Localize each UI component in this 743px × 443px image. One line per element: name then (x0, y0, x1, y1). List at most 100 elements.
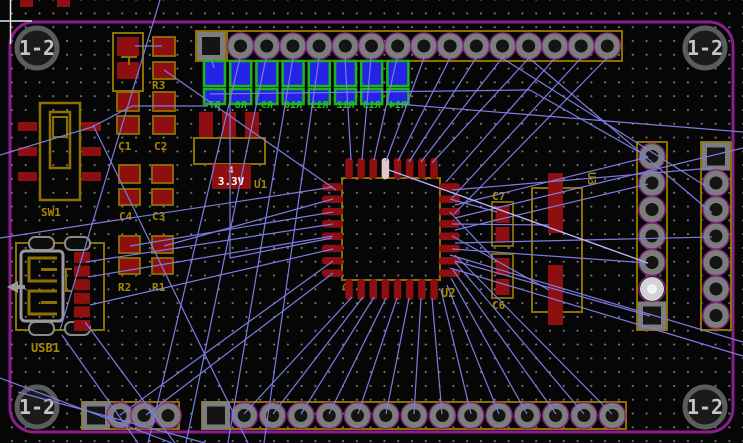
airwire[interactable] (445, 57, 556, 183)
component-r1[interactable]: R1 (151, 235, 174, 294)
tht-pad-round[interactable] (429, 403, 455, 428)
airwire[interactable] (361, 57, 372, 161)
usb1-mount-pad[interactable] (28, 321, 55, 336)
airwire[interactable] (385, 297, 410, 415)
usb1-mount-pad[interactable] (64, 236, 91, 251)
u2-pad[interactable] (418, 279, 426, 300)
smd-pad[interactable] (152, 115, 176, 135)
smd-pad[interactable] (117, 37, 139, 56)
airwire[interactable] (328, 297, 387, 415)
tht-pad-round[interactable] (639, 170, 665, 196)
tht-pad-round[interactable] (703, 223, 729, 249)
airwire-highlighted[interactable] (388, 169, 649, 264)
resistor-r14[interactable]: R14 (386, 59, 410, 111)
tht-pad-round[interactable] (316, 403, 342, 428)
tht-pad-round[interactable] (280, 33, 306, 59)
u2-pad[interactable] (418, 158, 426, 179)
airwire[interactable] (185, 57, 267, 443)
u2-pad[interactable] (345, 158, 353, 179)
component-c2[interactable]: C2 (152, 91, 176, 153)
smd-pad-bottom-layer[interactable] (228, 59, 253, 88)
u2-pad[interactable] (393, 158, 402, 179)
airwire[interactable] (453, 57, 608, 215)
u3-pad[interactable] (548, 265, 563, 325)
tht-pad-round[interactable] (359, 33, 384, 59)
u2-pad[interactable] (357, 158, 365, 179)
component-c7[interactable]: C7 (491, 190, 514, 247)
airwire[interactable] (87, 235, 334, 278)
airwire[interactable] (408, 57, 477, 163)
header-bottom_long[interactable] (201, 401, 627, 430)
smd-pad[interactable] (74, 320, 90, 331)
smd-pad[interactable] (117, 62, 139, 79)
sw1-body[interactable] (38, 101, 82, 202)
usb1-mount-pad[interactable] (28, 236, 55, 251)
tht-pad-round[interactable] (131, 403, 157, 428)
c6-pad[interactable] (495, 279, 510, 295)
c7-pad[interactable] (495, 206, 510, 223)
airwire[interactable] (449, 267, 743, 357)
c7-pad[interactable] (495, 227, 510, 242)
u2-pad[interactable] (439, 220, 460, 228)
usb1-outline[interactable] (15, 242, 105, 331)
airwire[interactable] (440, 289, 472, 415)
airwire[interactable] (89, 248, 334, 306)
smd-pad[interactable] (151, 188, 174, 206)
smd-pad[interactable] (74, 306, 90, 318)
airwire[interactable] (528, 57, 713, 214)
u1-tab-pad[interactable] (212, 164, 251, 189)
u2-pad[interactable] (345, 279, 353, 300)
airwire[interactable] (397, 57, 451, 162)
u2-pad[interactable] (439, 195, 460, 204)
u2-pad[interactable] (369, 279, 378, 300)
header-right_b[interactable] (700, 141, 732, 331)
airwire[interactable] (449, 254, 743, 343)
smd-pad[interactable] (74, 279, 90, 291)
tht-pad-round[interactable] (437, 33, 463, 59)
airwire[interactable] (119, 260, 334, 416)
airwire[interactable] (451, 223, 550, 226)
airwire[interactable] (452, 269, 557, 415)
smd-pad[interactable] (116, 115, 140, 135)
header-top[interactable] (195, 30, 623, 62)
tht-pad-round[interactable] (568, 33, 594, 59)
airwire[interactable] (373, 57, 398, 161)
smd-pad[interactable] (74, 292, 90, 304)
airwire[interactable] (59, 0, 161, 331)
u2-pad[interactable] (381, 279, 390, 300)
airwire[interactable] (92, 124, 249, 443)
tht-pad-round[interactable] (703, 170, 729, 196)
tht-pad-round[interactable] (228, 33, 253, 59)
airwire[interactable] (210, 57, 215, 69)
tht-pad-square[interactable] (702, 142, 730, 171)
tht-pad-round[interactable] (306, 33, 332, 59)
tht-pad-round[interactable] (639, 223, 665, 249)
component-u3[interactable]: U3 (531, 172, 598, 325)
airwire[interactable] (145, 272, 334, 416)
airwire[interactable] (163, 69, 337, 191)
airwire[interactable] (420, 57, 503, 163)
airwire[interactable] (385, 57, 425, 162)
smd-pad[interactable] (18, 147, 37, 156)
tht-pad-round[interactable] (332, 33, 358, 59)
airwire[interactable] (0, 186, 334, 239)
component-c3[interactable]: C3 (151, 164, 174, 223)
airwire[interactable] (449, 211, 498, 263)
airwire[interactable] (454, 156, 649, 206)
tht-pad-round[interactable] (703, 276, 729, 302)
airwire[interactable] (17, 391, 206, 443)
smd-pad[interactable] (151, 164, 174, 184)
u2-pad-highlighted[interactable] (381, 158, 390, 179)
u2-pad[interactable] (439, 257, 460, 265)
u2-pad[interactable] (439, 269, 460, 277)
airwire[interactable] (229, 237, 333, 259)
airwire[interactable] (163, 198, 334, 247)
u2-pad[interactable] (393, 279, 402, 300)
u2-pad[interactable] (405, 279, 414, 300)
smd-pad-bottom-layer[interactable] (307, 59, 332, 88)
smd-pad-bottom-layer[interactable] (202, 59, 227, 88)
airwire[interactable] (84, 321, 176, 443)
usb1-pads[interactable] (74, 252, 90, 331)
tht-pad-round[interactable] (571, 403, 597, 428)
component-r3[interactable]: R3 (152, 36, 176, 92)
